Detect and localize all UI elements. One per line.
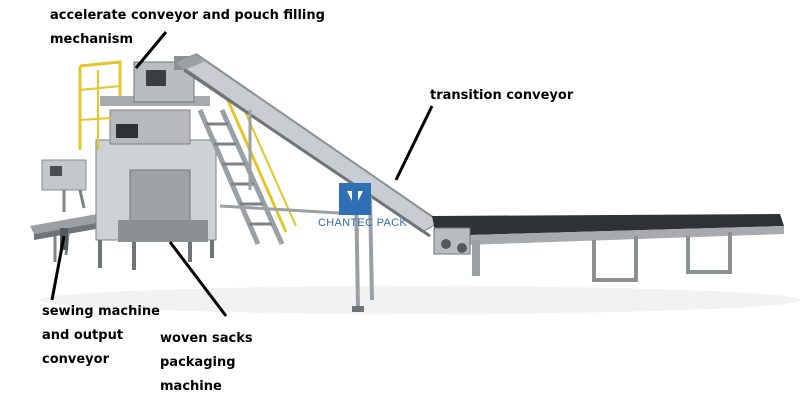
- label-sewing-machine: sewing machine and output conveyor: [42, 300, 160, 372]
- transition-conveyor: [174, 53, 441, 312]
- label-line: woven sacks: [160, 331, 253, 346]
- belt-conveyor: [432, 214, 784, 282]
- label-woven-sacks-machine: woven sacks packaging machine: [160, 327, 253, 399]
- label-line: sewing machine: [42, 304, 160, 319]
- leader-line-sewing: [50, 235, 66, 301]
- label-line: and output: [42, 328, 124, 343]
- label-line: conveyor: [42, 352, 109, 367]
- label-line: transition conveyor: [430, 88, 574, 103]
- brand-name: CHANTEC PACK: [318, 217, 407, 229]
- label-transition-conveyor: transition conveyor: [430, 84, 573, 108]
- label-line: accelerate conveyor and pouch filling: [50, 8, 325, 23]
- leader-line-woven: [168, 241, 228, 317]
- sewing-machine: [41, 159, 87, 212]
- ground-shadow: [40, 286, 800, 314]
- label-line: packaging: [160, 355, 236, 370]
- leader-line-accelerate: [134, 31, 168, 69]
- label-accelerate-conveyor: accelerate conveyor and pouch filling me…: [50, 4, 325, 52]
- chantec-pack-logo: [339, 183, 371, 215]
- access-stairs: [197, 95, 297, 246]
- label-line: mechanism: [50, 32, 134, 47]
- label-line: machine: [160, 379, 222, 394]
- woven-sacks-packaging-machine: [95, 109, 217, 270]
- leader-line-transition: [394, 105, 434, 181]
